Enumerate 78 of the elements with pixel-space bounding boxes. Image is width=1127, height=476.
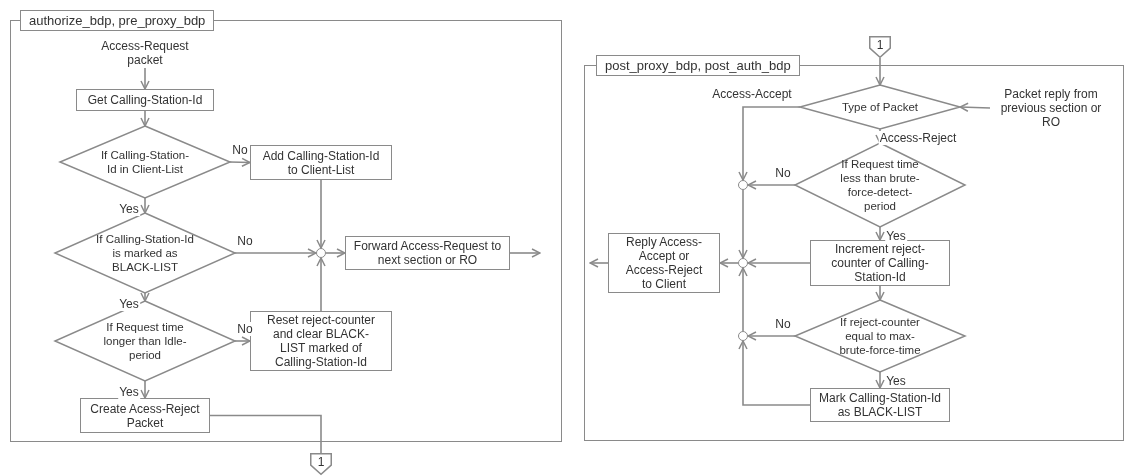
node-text: If reject-counter equal to max-brute-force-time <box>838 315 922 357</box>
edge-label: Access-Reject <box>878 131 958 145</box>
decision-diamond <box>55 213 235 293</box>
arrow <box>738 267 748 332</box>
process-box <box>345 236 510 270</box>
node-text: Mark Calling-Station-Id as BLACK-LIST <box>817 391 942 419</box>
node-text: If Calling-Station-Id is marked as BLACK-LIST <box>95 232 195 274</box>
process-box <box>80 398 210 433</box>
process-box <box>810 240 950 286</box>
arrow <box>234 336 251 346</box>
process-box <box>250 311 392 371</box>
arrow <box>875 371 885 389</box>
process-box <box>250 145 392 180</box>
arrow <box>316 179 326 249</box>
node-text: If Calling-Station-Id in Client-List <box>99 148 191 176</box>
node-text: Forward Access-Request to next section or RO <box>352 239 503 267</box>
arrow <box>738 106 801 181</box>
arrow <box>875 226 885 241</box>
section-frame <box>584 55 1124 441</box>
node-text: Create Acess-Reject Packet <box>89 401 201 430</box>
node-text: Reply Access-Accept or Access-Reject to Client <box>624 235 704 291</box>
edge-label: No <box>236 234 254 248</box>
offpage-connector: 1 <box>869 36 891 58</box>
edge-label: Yes <box>885 374 907 388</box>
decision-diamond <box>795 143 965 227</box>
decision-diamond <box>55 301 235 381</box>
node-text: Increment reject-counter of Calling-Station-Id <box>830 242 930 284</box>
process-box <box>76 89 214 111</box>
process-box <box>608 233 720 293</box>
node-text: Get Calling-Station-Id <box>87 93 203 107</box>
arrow <box>229 157 251 168</box>
edge-label: Yes <box>118 202 140 216</box>
edge-label: Access-Accept <box>711 87 793 101</box>
arrow <box>325 248 346 258</box>
arrow <box>875 57 885 86</box>
edge-label: No <box>231 143 249 157</box>
edge-label: Yes <box>118 297 140 311</box>
edge-label: No <box>236 322 254 336</box>
arrow <box>747 180 796 190</box>
junction-circle <box>738 258 748 268</box>
arrow <box>234 248 317 258</box>
edge-label: No <box>774 317 792 331</box>
arrow <box>875 285 885 301</box>
section-frame <box>10 10 562 442</box>
decision-diamond <box>60 126 230 198</box>
junction-circle <box>316 248 326 258</box>
arrow <box>140 292 150 302</box>
decision-diamond <box>795 300 965 372</box>
input-text: Access-Request packet <box>90 38 200 68</box>
junction-circle <box>738 180 748 190</box>
arrow <box>747 258 811 268</box>
arrow <box>738 340 811 406</box>
input-text: Packet reply from previous section or RO <box>990 86 1112 130</box>
arrow <box>589 258 609 268</box>
node-text: If Request time less than brute-force-detect-period <box>839 157 921 213</box>
arrow <box>747 331 796 341</box>
process-box <box>810 388 950 422</box>
edge-label: Yes <box>885 229 907 243</box>
arrow <box>719 258 739 268</box>
arrow <box>738 189 748 259</box>
edge-label: Yes <box>118 385 140 399</box>
edge-label: No <box>774 166 792 180</box>
arrow <box>140 380 150 399</box>
junction-circle <box>738 331 748 341</box>
decision-diamond <box>800 85 960 129</box>
node-text: Add Calling-Station-Id to Client-List <box>261 148 381 177</box>
section-title: authorize_bdp, pre_proxy_bdp <box>20 10 215 31</box>
arrow <box>509 248 541 258</box>
node-text: Type of Packet <box>840 100 920 114</box>
section-title: post_proxy_bdp, post_auth_bdp <box>596 55 800 76</box>
arrow <box>140 110 150 127</box>
node-text: Reset reject-counter and clear BLACK-LIST marked of Calling-Station-Id <box>265 313 376 369</box>
arrow <box>140 67 150 90</box>
arrow <box>140 197 150 214</box>
arrow <box>316 257 326 312</box>
arrow <box>959 102 991 112</box>
offpage-connector: 1 <box>310 453 332 475</box>
node-text: If Request time longer than Idle-period <box>102 320 188 362</box>
